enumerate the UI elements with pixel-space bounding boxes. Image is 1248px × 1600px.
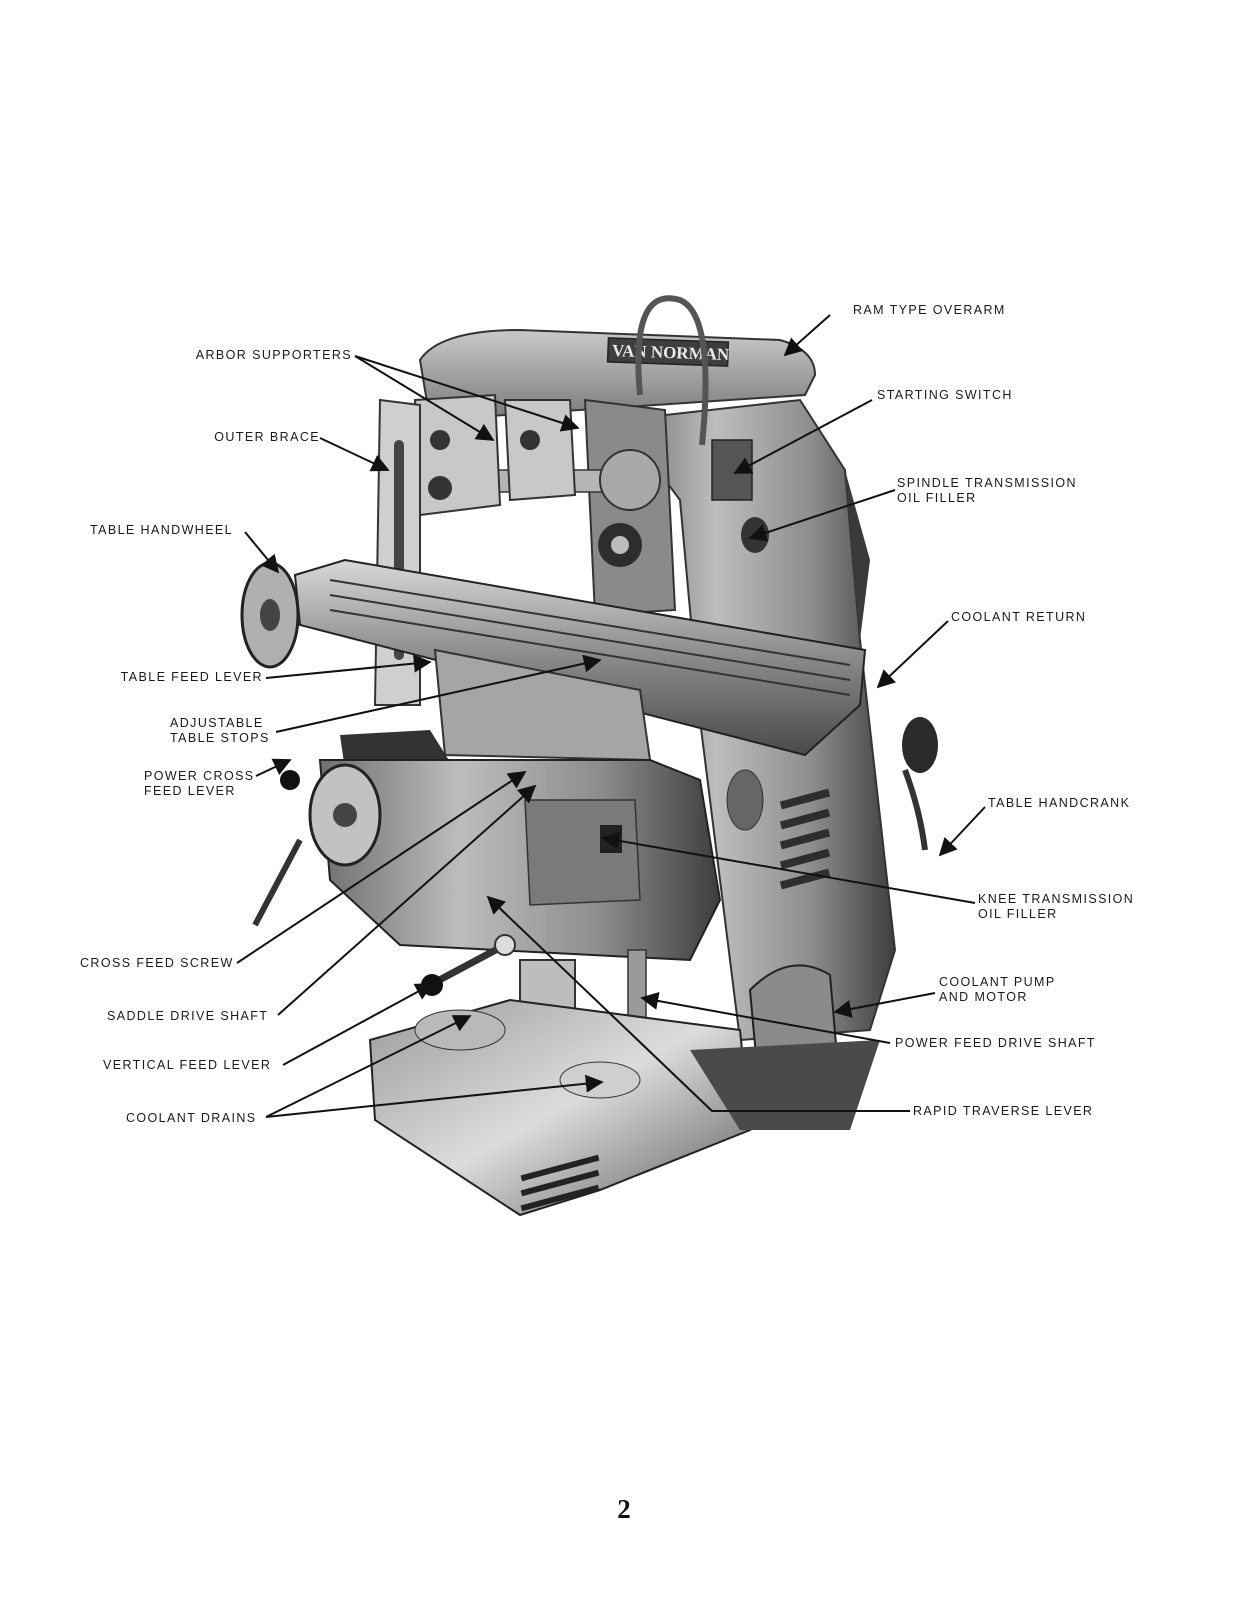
leader-coolant-pump-and-motor	[833, 992, 936, 1018]
label-line: ADJUSTABLE	[170, 716, 264, 730]
leader-rapid-traverse-lever	[486, 895, 910, 1112]
label-starting-switch: STARTING SWITCH	[877, 388, 1013, 402]
leader-outer-brace	[319, 437, 390, 472]
label-spindle-transmission-oil-filler: SPINDLE TRANSMISSION OIL FILLER	[897, 476, 1077, 506]
leader-adjustable-table-stops	[275, 654, 602, 733]
leader-lines	[236, 314, 986, 1118]
label-knee-transmission-oil-filler: KNEE TRANSMISSION OIL FILLER	[978, 892, 1134, 922]
label-line: FEED LEVER	[144, 784, 236, 798]
leader-power-cross-feed-lever	[255, 758, 292, 777]
leader-knee-transmission-oil-filler	[601, 831, 976, 904]
leader-table-handwheel	[244, 531, 280, 574]
label-line: KNEE TRANSMISSION	[978, 892, 1135, 906]
label-line: POWER CROSS	[144, 769, 255, 783]
label-line: OIL FILLER	[978, 907, 1058, 921]
label-outer-brace: OUTER BRACE	[214, 430, 320, 444]
leader-spindle-transmission-oil-filler	[748, 489, 896, 542]
leader-table-handcrank	[938, 806, 986, 857]
label-line: OIL FILLER	[897, 491, 977, 505]
label-table-handwheel: TABLE HANDWHEEL	[90, 523, 234, 537]
label-adjustable-table-stops: ADJUSTABLE TABLE STOPS	[170, 716, 270, 746]
leader-coolant-return	[876, 620, 949, 689]
label-coolant-drains: COOLANT DRAINS	[126, 1111, 257, 1125]
label-line: TABLE STOPS	[170, 731, 270, 745]
leader-coolant-drains-1	[265, 1015, 472, 1118]
machine-body: VAN NORMAN	[240, 295, 938, 1217]
leader-coolant-drains-2	[265, 1074, 604, 1118]
leader-saddle-drive-shaft	[277, 784, 537, 1016]
label-cross-feed-screw: CROSS FEED SCREW	[80, 956, 234, 970]
leader-arbor-supporters-2	[354, 355, 580, 432]
leader-vertical-feed-lever	[282, 983, 434, 1066]
leader-table-feed-lever	[265, 654, 432, 679]
page-number: 2	[617, 1494, 631, 1524]
label-line: COOLANT PUMP	[939, 975, 1056, 989]
label-table-feed-lever: TABLE FEED LEVER	[120, 670, 263, 684]
label-line: AND MOTOR	[939, 990, 1028, 1004]
label-arbor-supporters: ARBOR SUPPORTERS	[195, 348, 352, 362]
label-table-handcrank: TABLE HANDCRANK	[988, 796, 1131, 810]
leader-power-feed-drive-shaft	[640, 992, 891, 1044]
leader-starting-switch	[733, 399, 873, 474]
label-rapid-traverse-lever: RAPID TRAVERSE LEVER	[913, 1104, 1094, 1118]
leader-arbor-supporters-1	[354, 355, 495, 441]
label-coolant-return: COOLANT RETURN	[951, 610, 1087, 624]
label-saddle-drive-shaft: SADDLE DRIVE SHAFT	[107, 1009, 269, 1023]
label-coolant-pump-and-motor: COOLANT PUMP AND MOTOR	[939, 975, 1056, 1005]
label-power-feed-drive-shaft: POWER FEED DRIVE SHAFT	[895, 1036, 1096, 1050]
label-line: SPINDLE TRANSMISSION	[897, 476, 1077, 490]
label-vertical-feed-lever: VERTICAL FEED LEVER	[103, 1058, 272, 1072]
label-ram-type-overarm: RAM TYPE OVERARM	[853, 303, 1006, 317]
leader-ram-type-overarm	[783, 314, 831, 357]
leader-cross-feed-screw	[236, 771, 527, 964]
label-power-cross-feed-lever: POWER CROSS FEED LEVER	[144, 769, 255, 799]
